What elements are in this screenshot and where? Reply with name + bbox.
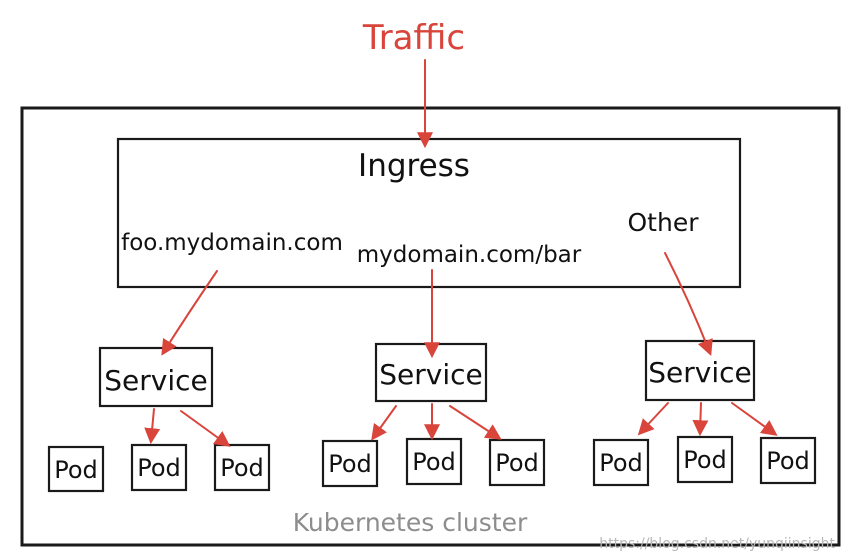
- service-left-to-pod-3-arrow: [180, 410, 231, 447]
- service-right-to-pod-2-arrow: [692, 402, 709, 437]
- service-middle-to-pod-1-arrow: [371, 405, 397, 441]
- pod-box-middle-2: [405, 437, 463, 486]
- ingress-label: Ingress: [358, 148, 470, 184]
- service-label-left: Service: [104, 364, 207, 397]
- pod-box-middle-3: [488, 438, 546, 487]
- foo-to-service-arrow: [161, 270, 218, 356]
- pod-label-right-3: Pod: [766, 447, 810, 475]
- pod-label-left-1: Pod: [54, 456, 98, 484]
- service-label-right: Service: [648, 356, 751, 389]
- pod-label-middle-3: Pod: [495, 449, 539, 477]
- pod-label-right-1: Pod: [599, 449, 643, 477]
- service-right-to-pod-1-arrow: [637, 402, 669, 436]
- pod-box-right-3: [759, 436, 817, 485]
- pod-box-left-2: [130, 443, 188, 492]
- cluster-label: Kubernetes cluster: [293, 508, 528, 537]
- service-box-left: [98, 346, 214, 408]
- traffic-label: Traffic: [362, 18, 465, 58]
- pod-box-left-3: [213, 443, 271, 492]
- service-right-to-pod-3-arrow: [731, 402, 778, 436]
- bar-domain-label: mydomain.com/bar: [357, 242, 582, 268]
- service-label-middle: Service: [379, 358, 482, 391]
- pod-label-right-2: Pod: [683, 446, 727, 474]
- pod-label-middle-1: Pod: [328, 450, 372, 478]
- pod-box-left-1: [47, 445, 105, 493]
- other-rule-label: Other: [628, 208, 700, 237]
- other-to-service-arrow: [664, 252, 713, 356]
- pod-label-middle-2: Pod: [412, 448, 456, 476]
- pod-box-middle-1: [321, 439, 379, 488]
- service-middle-to-pod-3-arrow: [449, 405, 502, 440]
- kubernetes-cluster-border: [20, 106, 841, 547]
- pod-label-left-3: Pod: [220, 454, 264, 482]
- pod-label-left-2: Pod: [137, 454, 181, 482]
- service-left-to-pod-2-arrow: [144, 408, 161, 445]
- watermark-text: https://blog.csdn.net/yunqiinsight: [599, 536, 835, 552]
- foo-domain-label: foo.mydomain.com: [121, 230, 343, 256]
- pod-box-right-1: [592, 438, 650, 487]
- pod-box-right-2: [676, 435, 734, 484]
